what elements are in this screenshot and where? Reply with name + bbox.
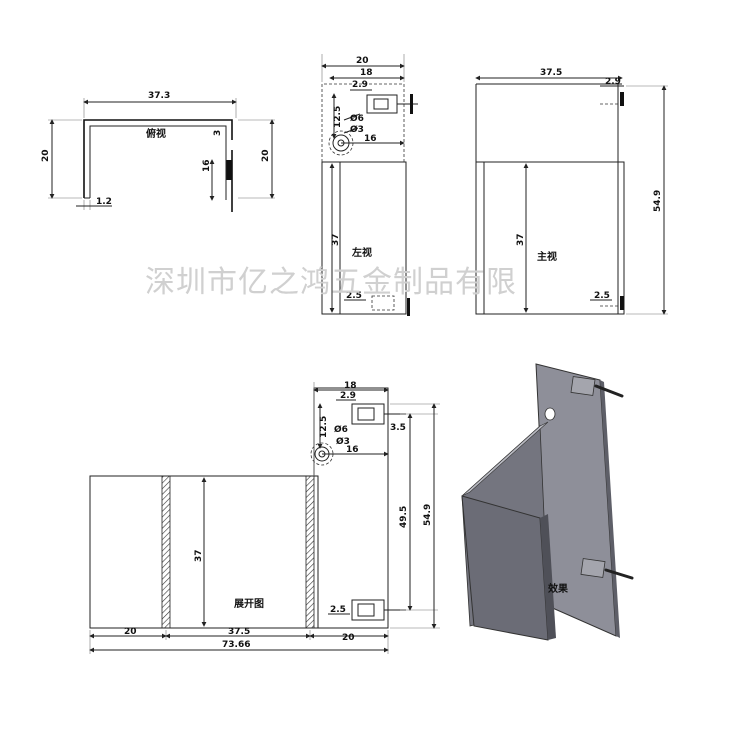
left-view-caption: 左视: [351, 246, 372, 259]
flat-total-width-dim: 73.66: [222, 640, 250, 650]
top-thickness-dim: 1.2: [96, 197, 112, 207]
flat-seg-mid-dim: 37.5: [228, 627, 250, 637]
top-pin-offset-dim: 3: [213, 130, 223, 136]
top-view: 37.3 20 20 1.2 16 3 俯视: [41, 91, 275, 212]
flat-seg-left-dim: 20: [124, 627, 137, 637]
left-inner-dim: 18: [360, 68, 373, 78]
watermark-text: 深圳市亿之鸿五金制品有限: [145, 265, 517, 300]
front-view-caption: 主视: [537, 250, 557, 263]
isometric-view: 效果: [461, 363, 634, 641]
flat-pattern-caption: 展开图: [234, 598, 264, 610]
left-hole-big-dim: Ø6: [350, 113, 364, 124]
left-outer-dim: 20: [356, 56, 369, 66]
flat-height-dim: 37: [194, 549, 204, 562]
flat-pattern-view: 18 2.9 12.5 Ø6 Ø3 16 3.5 37 49.5 54.9 2.…: [89, 381, 440, 654]
flat-tab-bottom-dim: 2.5: [330, 605, 346, 615]
left-view: 20 18 2.9 12.5 Ø6 Ø3 16 37 2.5 左视: [321, 54, 418, 316]
left-height-dim: 37: [331, 233, 341, 246]
left-tab-dim: 2.9: [352, 80, 368, 90]
isometric-caption: 效果: [548, 582, 569, 595]
flat-hole-y-dim: 12.5: [319, 416, 329, 438]
left-hole-small-dim: Ø3: [350, 124, 364, 135]
flat-tab-offset-dim: 3.5: [390, 423, 406, 433]
top-view-caption: 俯视: [146, 127, 166, 140]
top-height-left-dim: 20: [41, 149, 51, 162]
front-height-dim: 37: [516, 233, 526, 246]
flat-tab-dim: 2.9: [340, 391, 356, 401]
front-total-height-dim: 54.9: [653, 190, 663, 212]
left-hole-y-dim: 12.5: [333, 106, 343, 128]
left-tab-bottom-dim: 2.5: [346, 291, 362, 301]
flat-seg-right-dim: 20: [342, 633, 355, 643]
flat-hole-x-dim: 16: [346, 445, 359, 455]
top-width-dim: 37.3: [148, 91, 170, 101]
front-tab-top-dim: 2.9: [605, 77, 621, 87]
front-width-dim: 37.5: [540, 68, 562, 78]
front-view: 37.5 2.9 37 54.9 2.5 主视: [475, 68, 668, 315]
flat-hole-big-dim: Ø6: [334, 424, 348, 435]
front-tab-bottom-dim: 2.5: [594, 291, 610, 301]
top-height-right-dim: 20: [261, 149, 271, 162]
top-pin-len-dim: 16: [202, 159, 212, 172]
flat-total-height-dim: 54.9: [423, 504, 433, 526]
flat-pin-span-dim: 49.5: [399, 506, 409, 528]
flat-hole-small-dim: Ø3: [336, 436, 350, 447]
left-hole-x-dim: 16: [364, 134, 377, 144]
flat-top-width-dim: 18: [344, 381, 357, 391]
